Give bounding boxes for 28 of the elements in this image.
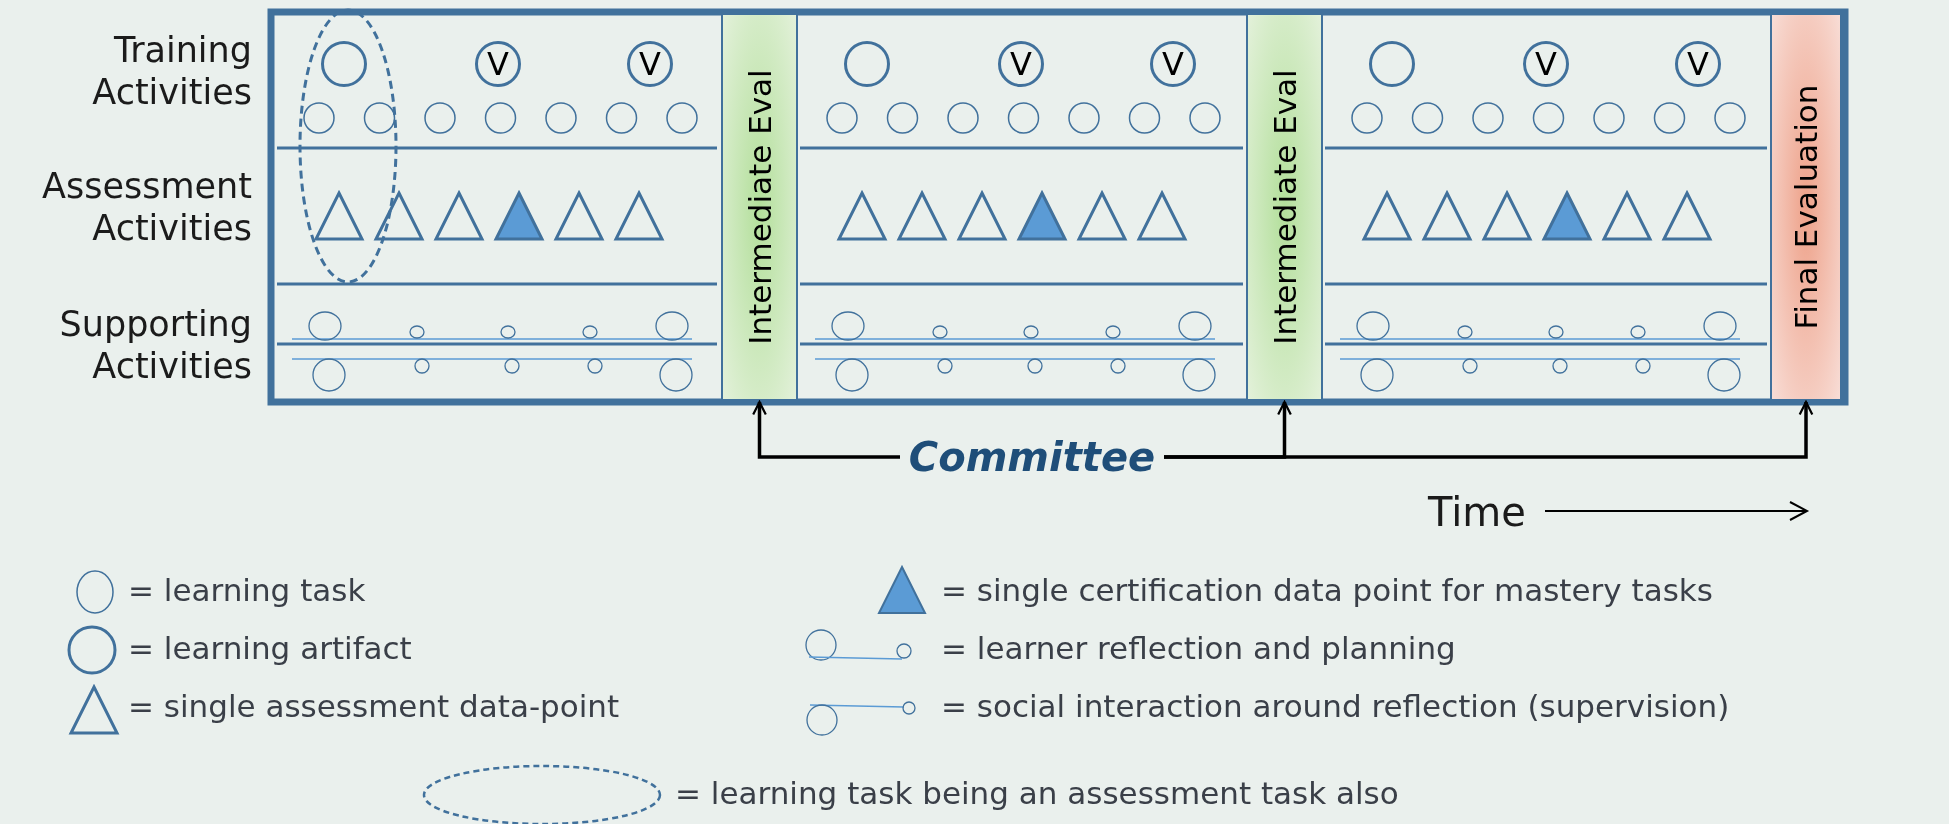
checked-artifact-circle: V xyxy=(1675,41,1721,87)
evaluation-band xyxy=(721,15,798,399)
time-label: Time xyxy=(1428,488,1526,536)
connector-arrow xyxy=(1164,400,1814,459)
checked-artifact-circle: V xyxy=(627,41,673,87)
artifact-circle xyxy=(321,41,367,87)
band-label: Intermediate Eval xyxy=(1266,69,1303,345)
checked-artifact-circle: V xyxy=(1523,41,1569,87)
evaluation-band xyxy=(1770,15,1842,399)
row-label: Training Activities xyxy=(91,29,252,113)
legend-text: = learning artifact xyxy=(128,633,412,664)
checked-artifact-circle: V xyxy=(998,41,1044,87)
connector-arrow xyxy=(752,400,900,459)
artifact-circle xyxy=(1369,41,1415,87)
row-label: Assessment Activities xyxy=(41,165,252,249)
legend-text: = learning task being an assessment task also xyxy=(675,778,1399,809)
legend-text: = social interaction around reflection (supervision) xyxy=(941,691,1730,722)
legend-text: = learner reflection and planning xyxy=(941,633,1456,664)
legend-text: = single assessment data-point xyxy=(128,691,620,722)
checked-artifact-circle: V xyxy=(1150,41,1196,87)
row-label: Supporting Activities xyxy=(58,303,252,387)
evaluation-band xyxy=(1246,15,1323,399)
legend-text: = single certification data point for mastery tasks xyxy=(941,575,1713,606)
band-label: Final Evaluation xyxy=(1788,84,1824,330)
artifact-circle xyxy=(844,41,890,87)
band-label: Intermediate Eval xyxy=(741,69,778,345)
checked-artifact-circle: V xyxy=(475,41,521,87)
legend-text: = learning task xyxy=(128,575,366,606)
